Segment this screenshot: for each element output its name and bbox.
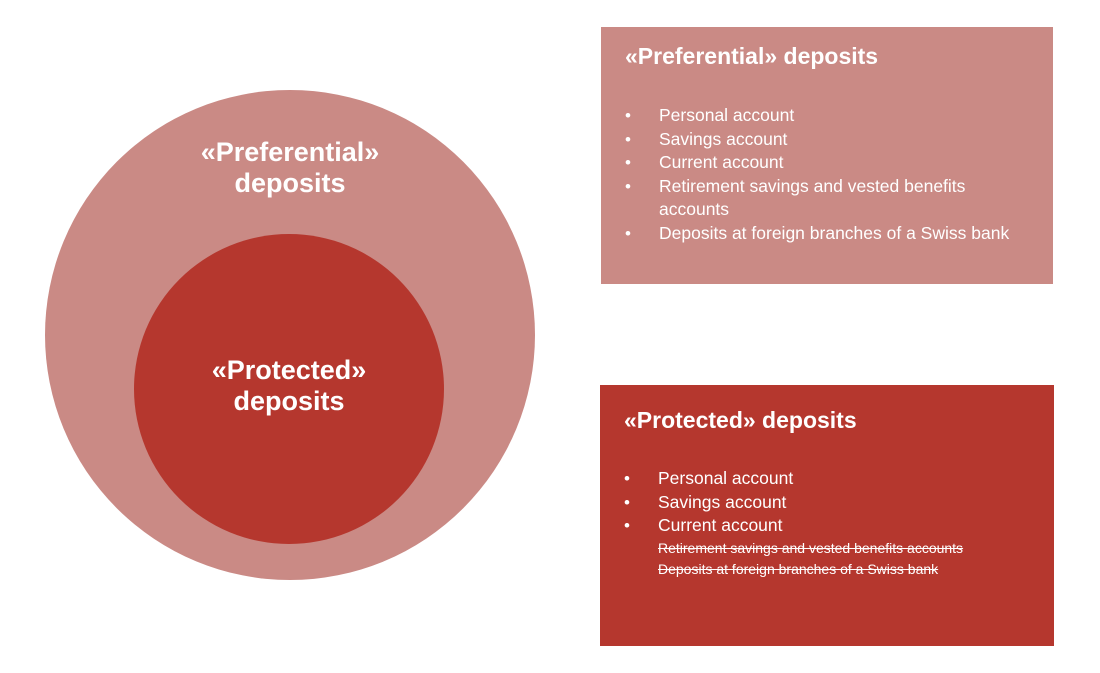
protected-circle-label: «Protected» deposits xyxy=(139,355,439,417)
bullet-icon: • xyxy=(624,492,630,512)
list-item-label: Deposits at foreign branches of a Swiss … xyxy=(659,222,1010,243)
list-item: • Personal account xyxy=(600,467,1054,491)
list-item-label: Personal account xyxy=(659,105,795,125)
list-item: • Personal account xyxy=(601,104,1053,128)
protected-circle-label-line2: deposits xyxy=(233,386,345,416)
preferential-circle-label-line2: deposits xyxy=(234,168,346,198)
bullet-icon: • xyxy=(625,106,631,125)
preferential-circle-label-line1: «Preferential» xyxy=(200,137,380,167)
bullet-icon: • xyxy=(625,223,631,243)
excluded-item-label: Retirement savings and vested benefits a… xyxy=(658,539,964,556)
excluded-item-label: Deposits at foreign branches of a Swiss … xyxy=(658,560,939,577)
protected-items-list: • Personal account • Savings account • Curr… xyxy=(600,467,1054,580)
preferential-items-list: • Personal account • Savings account • Curr… xyxy=(601,104,1053,245)
excluded-list-item: Deposits at foreign branches of a Swiss … xyxy=(600,559,1054,580)
list-item-label: Current account xyxy=(659,152,784,172)
excluded-list-item: Retirement savings and vested benefits a… xyxy=(600,538,1054,559)
list-item-label: Retirement savings and vested benefits a… xyxy=(659,175,966,220)
protected-circle-label-line1: «Protected» xyxy=(211,355,367,385)
list-item-label: Savings account xyxy=(658,491,787,512)
list-item: • Current account xyxy=(600,514,1054,538)
list-item: • Savings account xyxy=(600,491,1054,515)
list-item-label: Current account xyxy=(658,515,783,535)
protected-box-title: «Protected» deposits xyxy=(624,407,857,433)
bullet-icon: • xyxy=(625,176,631,196)
preferential-box-title: «Preferential» deposits xyxy=(625,43,879,69)
preferential-deposits-box: «Preferential» deposits • Personal accoun… xyxy=(601,27,1053,284)
protected-deposits-box: «Protected» deposits • Personal account •… xyxy=(600,385,1054,646)
bullet-icon: • xyxy=(625,153,631,172)
bullet-icon: • xyxy=(624,516,630,535)
protected-deposits-circle xyxy=(134,234,444,544)
preferential-circle-label: «Preferential» deposits xyxy=(140,137,440,199)
bullet-icon: • xyxy=(625,129,631,149)
list-item: • Retirement savings and vested benefits … xyxy=(601,175,1053,222)
list-item: • Deposits at foreign branches of a Swiss… xyxy=(601,222,1053,246)
list-item-label: Personal account xyxy=(658,468,794,488)
list-item-label: Savings account xyxy=(659,128,788,149)
bullet-icon: • xyxy=(624,469,630,488)
list-item: • Savings account xyxy=(601,128,1053,152)
list-item: • Current account xyxy=(601,151,1053,175)
